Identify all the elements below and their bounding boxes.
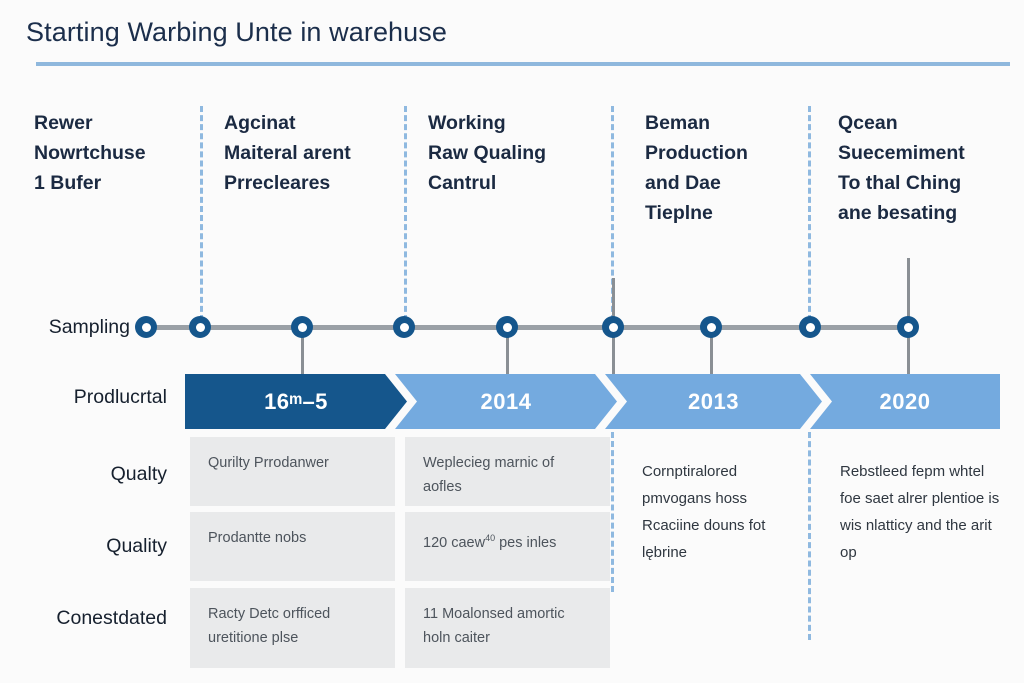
cell-col3-text: Cornptiralored pmvogans hoss Rcaciine do… [642,463,766,561]
phase-chevron-3-label: 2013 [688,388,739,414]
column-header-3-line-3: Cantrul [428,172,497,194]
cell-col1-row1: Qurilty Prrodanwer [190,437,395,506]
page-title: Starting Warbing Unte in warehuse [26,17,448,47]
cell-col2-row3: 11 Moalonsed amortic holn caiter [405,588,610,668]
column-header-2-line-3: Prrecleares [224,172,331,194]
content-divider-right [808,432,811,640]
column-header-1-line-3: 1 Bufer [34,172,102,194]
timeline-dot-4[interactable] [393,316,415,338]
column-header-1-line-2: Nowrtchuse [34,142,146,164]
column-header-5-line-4: ane besating [838,202,958,224]
timeline-stem-3 [301,330,304,376]
title-underline-rule [36,62,1010,66]
phase-chevron-2-label: 2014 [480,388,532,414]
timeline-dot-9[interactable] [897,316,919,338]
column-header-1: Rewer Nowrtchuse 1 Bufer [34,108,146,198]
cell-col2-row2-post: pes inles [495,534,557,551]
content-divider-left [611,432,614,592]
timeline-dot-6[interactable] [602,316,624,338]
column-header-2-line-1: Agcinat [224,112,296,134]
cell-col1-row2: Prodantte nobs [190,512,395,581]
cell-col2-row2-pre: 120 caew [423,534,486,551]
phase-chevron-4-label: 2020 [879,388,931,414]
timeline-stem-9 [907,330,910,376]
phase-chevron-3[interactable]: 2013 [605,374,822,429]
column-divider-4 [808,106,811,321]
timeline-stem-7 [710,330,713,376]
timeline-dot-1[interactable] [135,316,157,338]
cell-col1-row3: Racty Detc orfficed uretitione plse [190,588,395,668]
column-header-3-line-1: Working [428,112,506,134]
column-header-2-line-2: Maiteral arent [224,142,351,164]
column-divider-3 [611,106,614,321]
column-header-1-line-1: Rewer [34,112,93,134]
column-divider-1 [200,106,203,321]
phase-chevron-1-label: 16ᵐ–5 [264,388,328,414]
column-header-3-line-2: Raw Qualing [428,142,547,164]
row-label-conestdated: Conestdated [56,607,167,629]
timeline-dot-2[interactable] [189,316,211,338]
timeline-stem-6 [612,330,615,376]
column-header-5-line-3: To thal Ching [838,172,962,194]
row-label-qualty: Qualty [110,463,167,485]
timeline-dot-3[interactable] [291,316,313,338]
timeline-stem-5 [506,330,509,376]
row-label-quality: Quality [106,535,167,557]
timeline-axis [146,325,910,330]
cell-col2-row1: Weplecieg marnic of aofles [405,437,610,506]
cell-col4-text: Rebstleed fepm whtel foe saet alrer plen… [840,463,1000,561]
timeline-stem-top-3 [612,278,615,326]
column-header-2: Agcinat Maiteral arent Prrecleares [224,108,351,198]
timeline-stem-top-4 [907,258,910,326]
timeline-dot-7[interactable] [700,316,722,338]
column-header-5-line-1: Qcean [838,112,898,134]
phase-chevron-2[interactable]: 2014 [395,374,617,429]
cell-col2-row2-superscript: 40 [485,533,496,543]
phase-chevron-4[interactable]: 2020 [810,374,1000,429]
column-header-4-line-1: Beman [645,112,711,134]
phase-chevron-1[interactable]: 16ᵐ–5 [185,374,407,429]
timeline-dot-8[interactable] [799,316,821,338]
column-header-4: Beman Production and Dae Tieplne [645,108,748,228]
row-label-prodlucrtal: Prodlucrtal [73,386,167,408]
cell-col2-row2: 120 caew40 pes inles [405,512,610,581]
column-header-5-line-2: Suecemiment [838,142,965,164]
column-divider-2 [404,106,407,321]
row-label-sampling: Sampling [48,316,130,338]
column-header-4-line-4: Tieplne [645,202,713,224]
column-header-5: Qcean Suecemiment To thal Ching ane besa… [838,108,965,228]
column-header-4-line-3: and Dae [645,172,721,194]
column-header-4-line-2: Production [645,142,748,164]
timeline-dot-5[interactable] [496,316,518,338]
column-header-3: Working Raw Qualing Cantrul [428,108,546,198]
